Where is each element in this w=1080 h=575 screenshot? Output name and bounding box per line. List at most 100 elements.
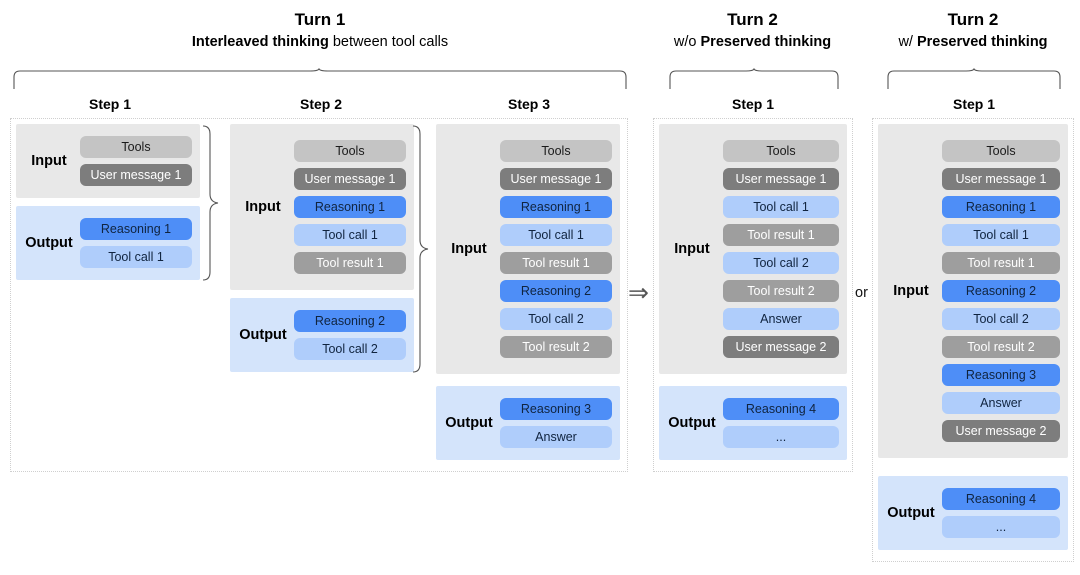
pill-stack-output-t2b: Reasoning 4 ...: [942, 480, 1068, 546]
panel-input-t1s1: Input Tools User message 1: [16, 124, 200, 198]
panel-output-t1s3: Output Reasoning 3 Answer: [436, 386, 620, 460]
turn-2-w-brace: [886, 68, 1062, 90]
panel-input-t2b: Input Tools User message 1 Reasoning 1 T…: [878, 124, 1068, 458]
turn-1-brace: [12, 68, 628, 90]
pill-message[interactable]: User message 2: [942, 420, 1060, 442]
step-label-t1s3: Step 3: [507, 96, 550, 112]
pill-message[interactable]: User message 2: [723, 336, 839, 358]
pill-stack-output-t1s3: Reasoning 3 Answer: [500, 390, 620, 456]
pill-message[interactable]: User message 1: [294, 168, 406, 190]
turn-2-w-header: Turn 2 w/ Preserved thinking: [868, 10, 1078, 52]
pill-tool-call[interactable]: Tool call 2: [500, 308, 612, 330]
pill-reasoning[interactable]: Reasoning 2: [294, 310, 406, 332]
pill-stack-input-t1s1: Tools User message 1: [80, 128, 200, 194]
panel-input-t2a: Input Tools User message 1 Tool call 1 T…: [659, 124, 847, 374]
pill-tools[interactable]: Tools: [294, 140, 406, 162]
pill-tool-call[interactable]: Tool call 2: [942, 308, 1060, 330]
panel-input-t1s2: Input Tools User message 1 Reasoning 1 T…: [230, 124, 414, 290]
pill-tool-result[interactable]: Tool result 2: [942, 336, 1060, 358]
panel-output-t1s1: Output Reasoning 1 Tool call 1: [16, 206, 200, 280]
brace-step1-to-step2: [200, 124, 222, 282]
pill-reasoning[interactable]: Reasoning 4: [723, 398, 839, 420]
panel-label-input: Input: [31, 153, 67, 169]
pill-tool-call[interactable]: Tool call 1: [80, 246, 192, 268]
pill-reasoning[interactable]: Reasoning 4: [942, 488, 1060, 510]
turn-1-subtitle-strong: Interleaved thinking: [191, 34, 329, 50]
pill-stack-input-t2a: Tools User message 1 Tool call 1 Tool re…: [723, 132, 847, 366]
turn-1-title: Turn 1: [294, 10, 346, 29]
pill-tool-result[interactable]: Tool result 2: [723, 280, 839, 302]
pill-reasoning[interactable]: Reasoning 1: [80, 218, 192, 240]
pill-tool-result[interactable]: Tool result 2: [500, 336, 612, 358]
pill-tools[interactable]: Tools: [80, 136, 192, 158]
pill-tools[interactable]: Tools: [500, 140, 612, 162]
panel-output-t2a: Output Reasoning 4 ...: [659, 386, 847, 460]
turn-2-wo-brace: [668, 68, 840, 90]
panel-label-input: Input: [245, 199, 281, 215]
turn-2-w-subtitle-pre: w/: [898, 34, 917, 50]
pill-reasoning[interactable]: Reasoning 1: [500, 196, 612, 218]
pill-answer[interactable]: Answer: [500, 426, 612, 448]
arrow-icon: ⇒: [628, 279, 649, 307]
pill-stack-input-t1s2: Tools User message 1 Reasoning 1 Tool ca…: [294, 132, 414, 282]
pill-tool-call[interactable]: Tool call 1: [942, 224, 1060, 246]
pill-reasoning[interactable]: Reasoning 1: [294, 196, 406, 218]
pill-stack-input-t1s3: Tools User message 1 Reasoning 1 Tool ca…: [500, 132, 620, 366]
pill-ellipsis[interactable]: ...: [723, 426, 839, 448]
pill-reasoning[interactable]: Reasoning 2: [942, 280, 1060, 302]
pill-tool-result[interactable]: Tool result 1: [723, 224, 839, 246]
step-label-t1s2: Step 2: [299, 96, 342, 112]
pill-tool-call[interactable]: Tool call 1: [294, 224, 406, 246]
turn-2-wo-title: Turn 2: [727, 10, 778, 29]
turn-2-wo-header: Turn 2 w/o Preserved thinking: [650, 10, 855, 52]
pill-stack-output-t2a: Reasoning 4 ...: [723, 390, 847, 456]
panel-output-t1s2: Output Reasoning 2 Tool call 2: [230, 298, 414, 372]
turn-1-header: Turn 1 Interleaved thinking between tool…: [10, 10, 630, 52]
panel-label-output: Output: [887, 505, 935, 521]
panel-output-t2b: Output Reasoning 4 ...: [878, 476, 1068, 550]
turn-1-subtitle-rest: between tool calls: [328, 34, 449, 50]
pill-message[interactable]: User message 1: [723, 168, 839, 190]
pill-reasoning[interactable]: Reasoning 3: [942, 364, 1060, 386]
pill-reasoning[interactable]: Reasoning 2: [500, 280, 612, 302]
pill-message[interactable]: User message 1: [80, 164, 192, 186]
panel-label-input: Input: [451, 241, 487, 257]
pill-message[interactable]: User message 1: [942, 168, 1060, 190]
step-label-t2b: Step 1: [952, 96, 995, 112]
panel-label-output: Output: [25, 235, 73, 251]
panel-label-output: Output: [445, 415, 493, 431]
pill-reasoning[interactable]: Reasoning 3: [500, 398, 612, 420]
panel-label-input: Input: [674, 241, 710, 257]
pill-tools[interactable]: Tools: [723, 140, 839, 162]
or-label: or: [855, 285, 868, 301]
step-label-t1s1: Step 1: [88, 96, 131, 112]
pill-tool-call[interactable]: Tool call 1: [723, 196, 839, 218]
pill-message[interactable]: User message 1: [500, 168, 612, 190]
pill-ellipsis[interactable]: ...: [942, 516, 1060, 538]
turn-2-w-subtitle-strong: Preserved thinking: [916, 34, 1048, 50]
turn-2-w-title: Turn 2: [947, 10, 999, 29]
pill-tool-result[interactable]: Tool result 1: [942, 252, 1060, 274]
turn-2-wo-subtitle-pre: w/o: [673, 34, 701, 50]
turn-2-w-subtitle: w/ Preserved thinking: [868, 33, 1078, 52]
panel-label-output: Output: [668, 415, 716, 431]
turn-2-wo-subtitle: w/o Preserved thinking: [650, 33, 855, 52]
pill-reasoning[interactable]: Reasoning 1: [942, 196, 1060, 218]
turn-1-subtitle: Interleaved thinking between tool calls: [10, 33, 630, 52]
panel-input-t1s3: Input Tools User message 1 Reasoning 1 T…: [436, 124, 620, 374]
pill-tool-result[interactable]: Tool result 1: [500, 252, 612, 274]
turn-2-wo-subtitle-strong: Preserved thinking: [700, 34, 832, 50]
pill-tool-call[interactable]: Tool call 1: [500, 224, 612, 246]
panel-label-output: Output: [239, 327, 287, 343]
brace-step2-to-step3: [410, 124, 432, 374]
pill-stack-output-t1s2: Reasoning 2 Tool call 2: [294, 302, 414, 368]
pill-answer[interactable]: Answer: [723, 308, 839, 330]
pill-answer[interactable]: Answer: [942, 392, 1060, 414]
panel-label-input: Input: [893, 283, 929, 299]
pill-tool-call[interactable]: Tool call 2: [723, 252, 839, 274]
pill-tool-call[interactable]: Tool call 2: [294, 338, 406, 360]
step-label-t2a: Step 1: [731, 96, 774, 112]
pill-stack-output-t1s1: Reasoning 1 Tool call 1: [80, 210, 200, 276]
pill-tool-result[interactable]: Tool result 1: [294, 252, 406, 274]
pill-tools[interactable]: Tools: [942, 140, 1060, 162]
